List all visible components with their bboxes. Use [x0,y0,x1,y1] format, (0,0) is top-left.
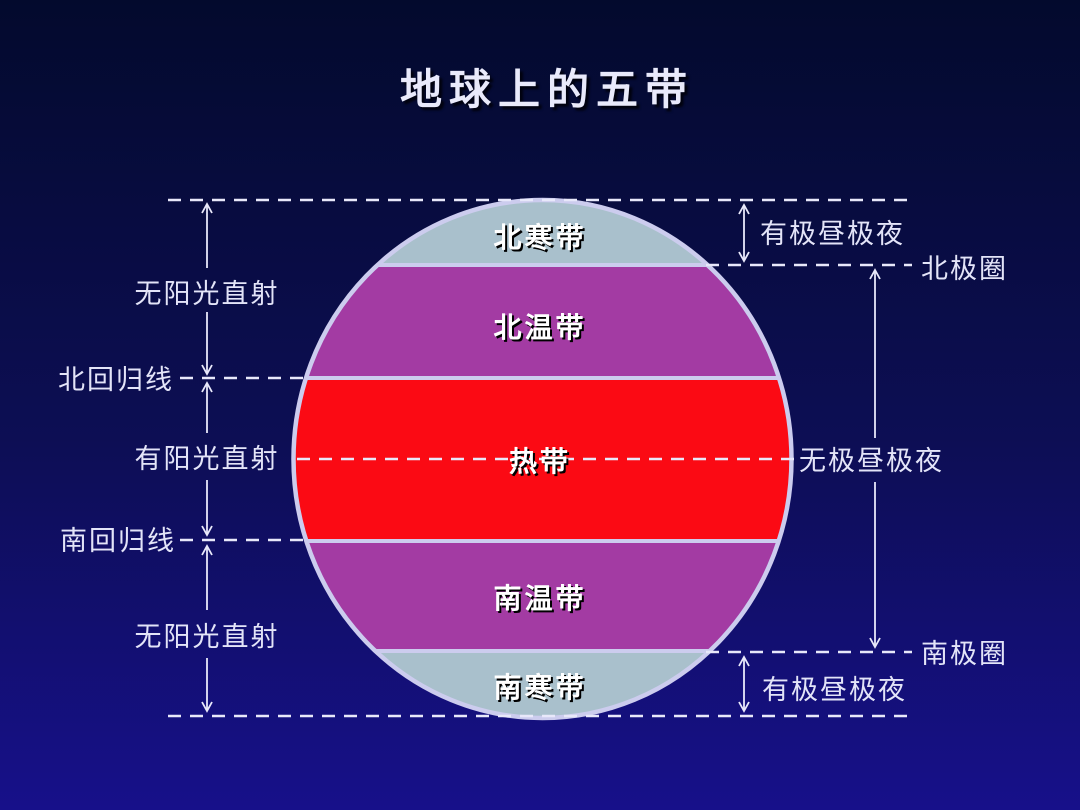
right-arrow-lines [738,203,881,713]
label-tropic-of-cancer: 北回归线 [58,365,174,396]
label-direct-sun: 有阳光直射 [135,444,280,475]
zone-label-south-frigid: 南寒带 [493,671,586,704]
zone-label-north-temperate: 北温带 [493,311,586,344]
label-polar-day-night-south: 有极昼极夜 [762,675,907,706]
zone-label-tropic: 热带 [509,445,571,478]
zone-band-north-temperate [293,265,792,378]
label-no-direct-sun-north: 无阳光直射 [135,279,280,310]
zone-label-south-temperate: 南温带 [493,582,586,615]
label-no-direct-sun-south: 无阳光直射 [135,622,280,653]
label-arctic-circle: 北极圈 [921,254,1008,285]
zone-band-south-temperate [293,541,792,651]
page-title: 地球上的五带 [400,65,694,114]
label-no-polar-day-night: 无极昼极夜 [799,446,944,477]
zone-label-north-frigid: 北寒带 [493,221,586,254]
label-antarctic-circle: 南极圈 [921,639,1008,670]
label-tropic-of-capricorn: 南回归线 [60,526,176,557]
label-polar-day-night-north: 有极昼极夜 [760,219,905,250]
